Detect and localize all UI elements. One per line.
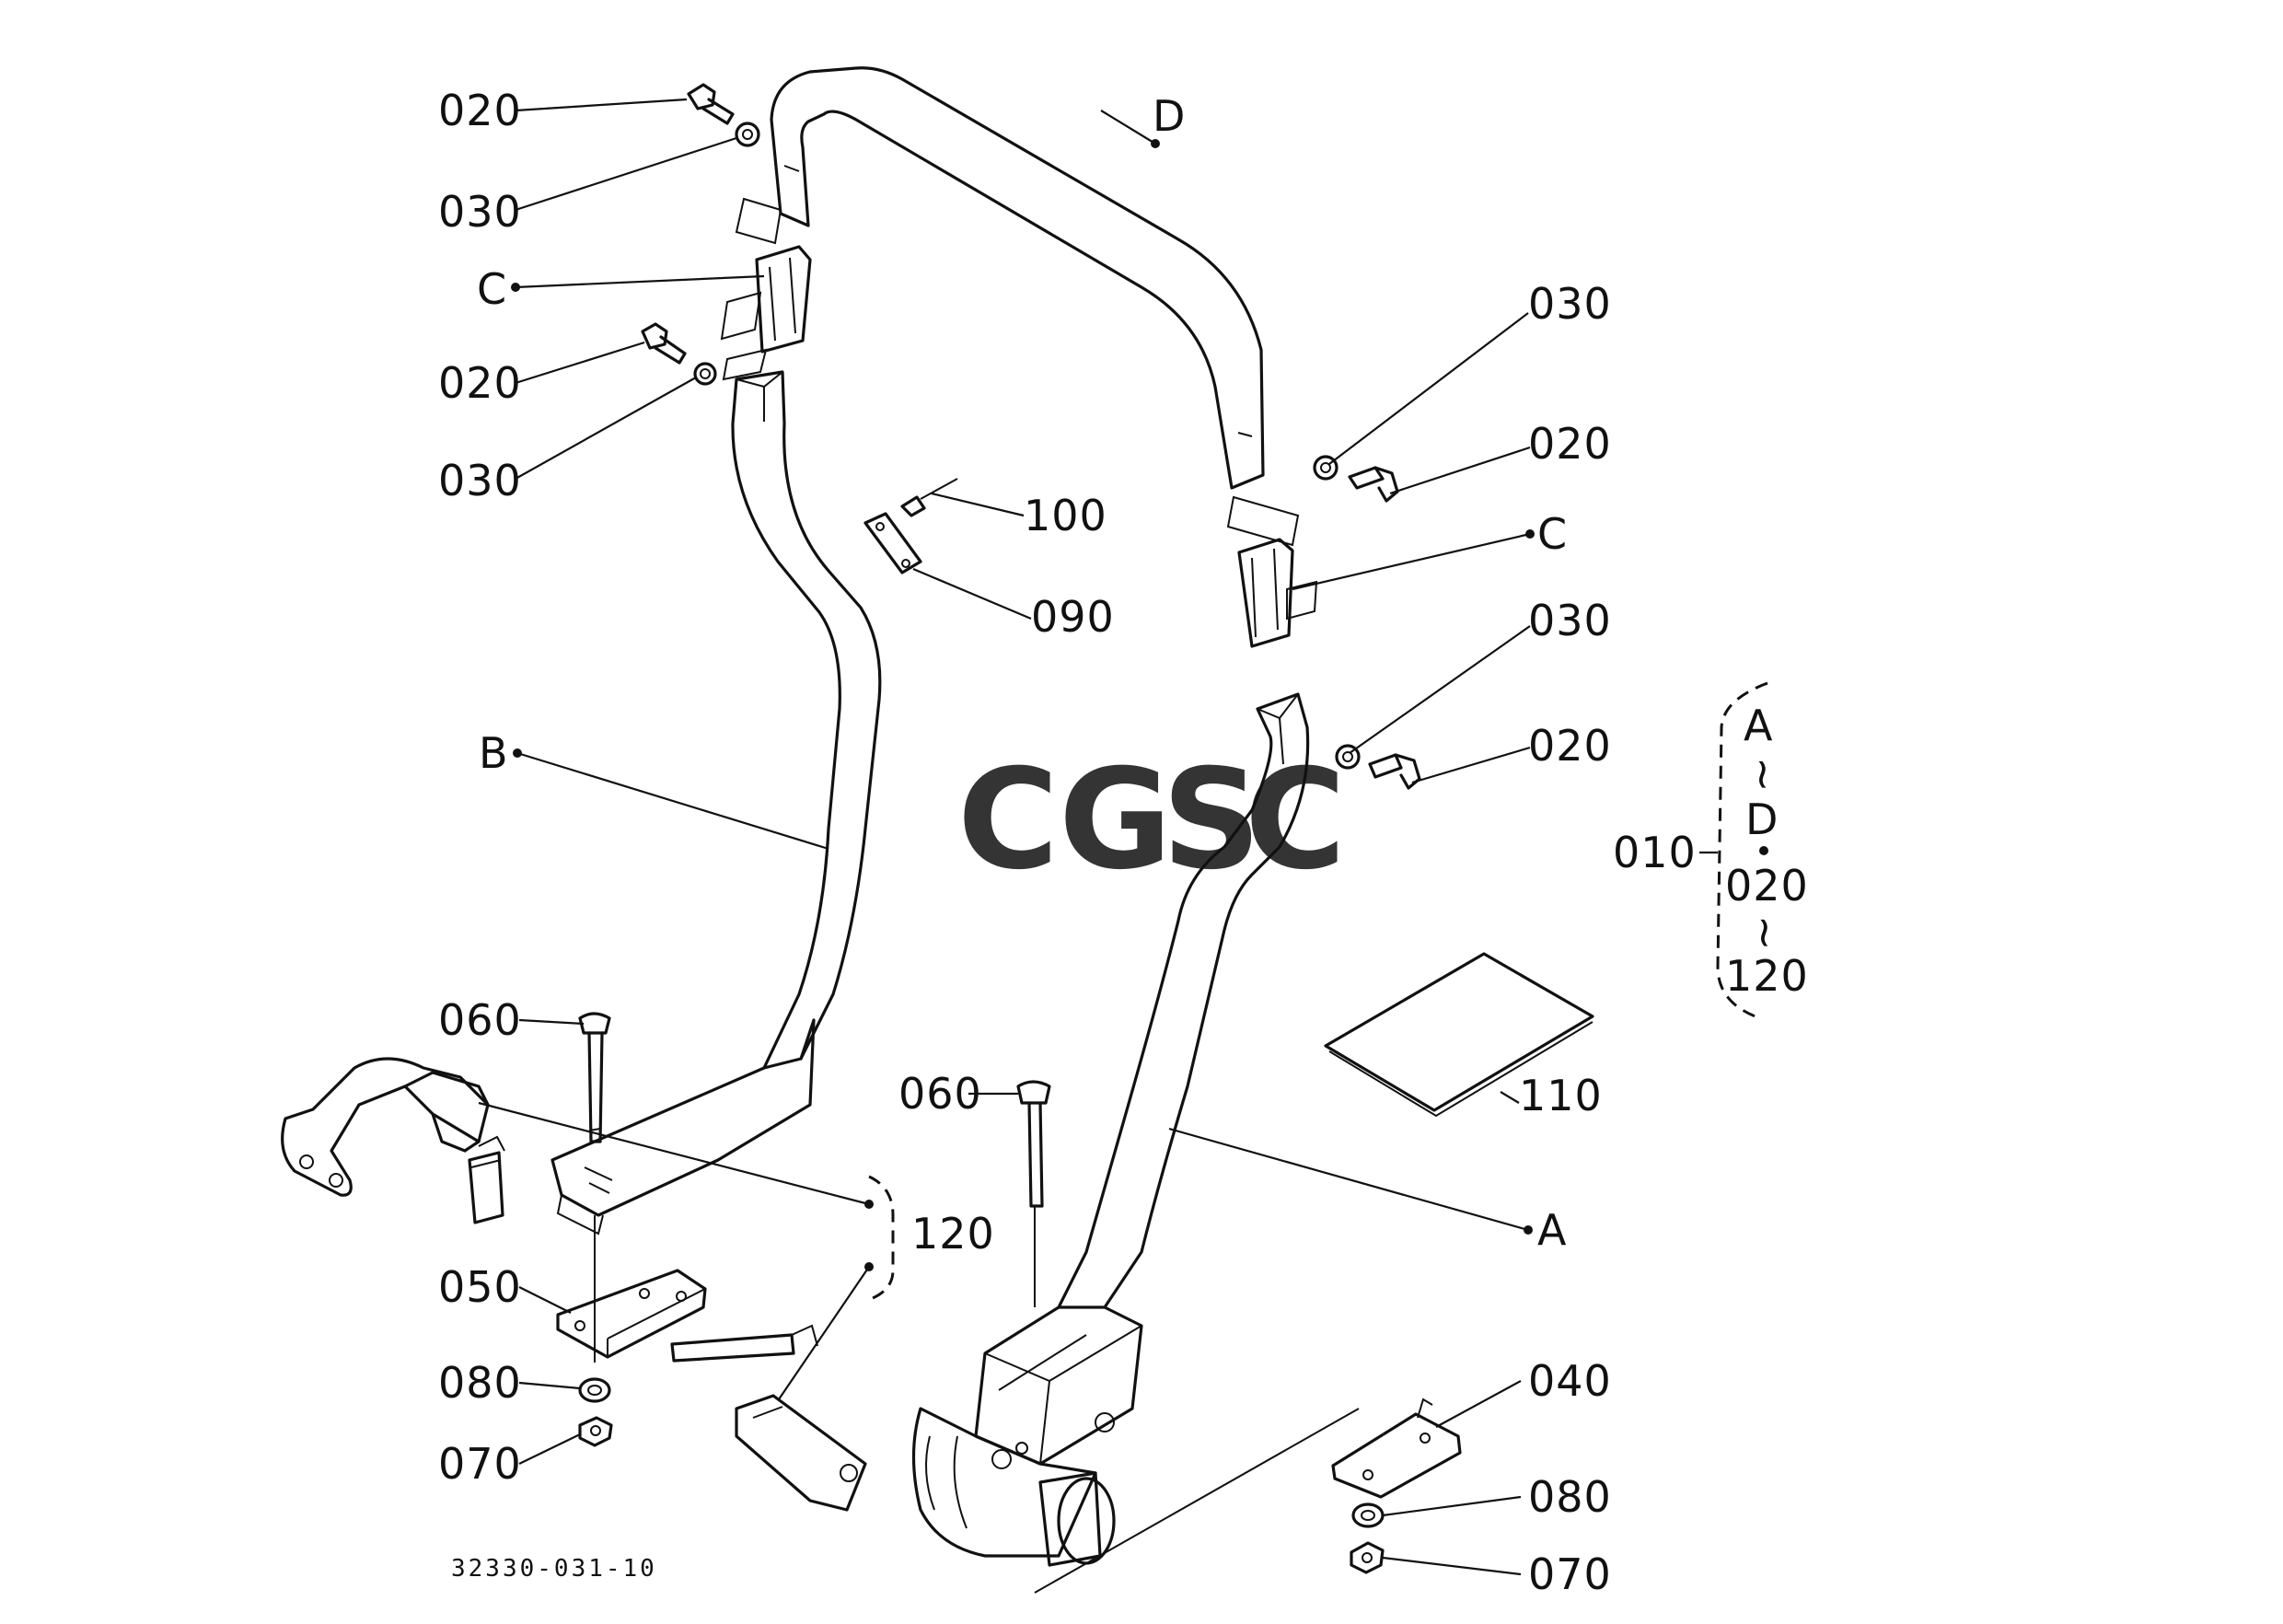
leader-lines bbox=[478, 98, 1768, 1576]
washer-030-upper-right bbox=[1313, 455, 1339, 481]
bolt-020-mid-left bbox=[641, 322, 687, 365]
pin-100 bbox=[900, 478, 958, 517]
callout-020-upper-right: 020 bbox=[1528, 419, 1612, 469]
floor-line bbox=[1034, 1408, 1360, 1594]
watermark-letter-g: G bbox=[1059, 740, 1172, 900]
upright-a bbox=[911, 692, 1310, 1567]
bolt-020-top-left bbox=[687, 83, 735, 125]
callout-a: A bbox=[1537, 1205, 1567, 1255]
sleeve-c-right bbox=[1237, 538, 1318, 648]
arch-bar-d bbox=[735, 66, 1300, 547]
pin-060-left bbox=[578, 1012, 611, 1143]
range-sep-2: ~ bbox=[1741, 915, 1790, 952]
range-end: D bbox=[1745, 795, 1779, 844]
callout-020-lower-right: 020 bbox=[1528, 721, 1612, 771]
callout-060-right: 060 bbox=[898, 1069, 982, 1119]
watermark: C G S C bbox=[957, 740, 1346, 900]
callout-010: 010 bbox=[1613, 828, 1697, 877]
callout-070-left: 070 bbox=[438, 1439, 522, 1489]
washer-030-top-left bbox=[735, 122, 760, 147]
bracket-120 bbox=[868, 1175, 895, 1300]
nut-070-right bbox=[1350, 1541, 1385, 1574]
callout-120: 120 bbox=[911, 1209, 995, 1259]
callout-110: 110 bbox=[1519, 1071, 1603, 1120]
plate-040 bbox=[1331, 1398, 1462, 1499]
callout-020-mid-left: 020 bbox=[438, 358, 522, 408]
callout-c-left: C bbox=[477, 264, 507, 314]
range-note: A ~ D 020 ~ 120 bbox=[1725, 701, 1809, 1001]
callout-030-lower-right: 030 bbox=[1528, 596, 1612, 645]
washer-030-lower-right bbox=[1335, 744, 1361, 770]
clip-090 bbox=[863, 512, 922, 574]
washer-080-right bbox=[1351, 1502, 1385, 1528]
nut-070-left bbox=[578, 1416, 613, 1447]
washer-030-mid-left bbox=[693, 362, 717, 386]
upright-b bbox=[550, 370, 882, 1235]
range-end-2: 120 bbox=[1725, 951, 1809, 1001]
watermark-letter-c1: C bbox=[957, 740, 1059, 900]
callout-060-left: 060 bbox=[438, 995, 522, 1045]
callout-100: 100 bbox=[1024, 491, 1107, 540]
callout-040: 040 bbox=[1528, 1356, 1612, 1406]
callout-070-right: 070 bbox=[1528, 1549, 1612, 1599]
callout-b: B bbox=[479, 728, 509, 778]
callout-080-right: 080 bbox=[1528, 1472, 1612, 1522]
watermark-letter-c2: C bbox=[1245, 740, 1346, 900]
range-start-2: 020 bbox=[1725, 861, 1809, 911]
callout-030-top-left: 030 bbox=[438, 187, 522, 237]
callout-d: D bbox=[1153, 91, 1186, 141]
callout-080-left: 080 bbox=[438, 1358, 522, 1408]
range-sep-1: ~ bbox=[1739, 757, 1789, 794]
washer-080-left bbox=[578, 1377, 611, 1403]
callout-090: 090 bbox=[1031, 592, 1115, 642]
callout-030-mid-left: 030 bbox=[438, 456, 522, 505]
plate-050 bbox=[556, 1269, 707, 1359]
callout-c-right: C bbox=[1537, 509, 1568, 559]
pin-060-right bbox=[1016, 1080, 1051, 1208]
callout-030-upper-right: 030 bbox=[1528, 279, 1612, 329]
range-start: A bbox=[1744, 701, 1773, 750]
drawing-code: 32330-031-10 bbox=[451, 1555, 657, 1583]
bolt-020-lower-right bbox=[1368, 753, 1421, 790]
callout-050: 050 bbox=[438, 1262, 522, 1312]
bracket-010 bbox=[1716, 681, 1768, 1020]
callout-020-top-left: 020 bbox=[438, 86, 522, 135]
callout-labels: 020 030 C 020 030 D 030 020 100 090 C 03… bbox=[438, 86, 1697, 1599]
bolt-020-upper-right bbox=[1348, 466, 1399, 503]
seat-belt-assembly bbox=[281, 1057, 867, 1512]
manual-110 bbox=[1324, 952, 1594, 1118]
sleeve-c-left bbox=[720, 245, 812, 381]
